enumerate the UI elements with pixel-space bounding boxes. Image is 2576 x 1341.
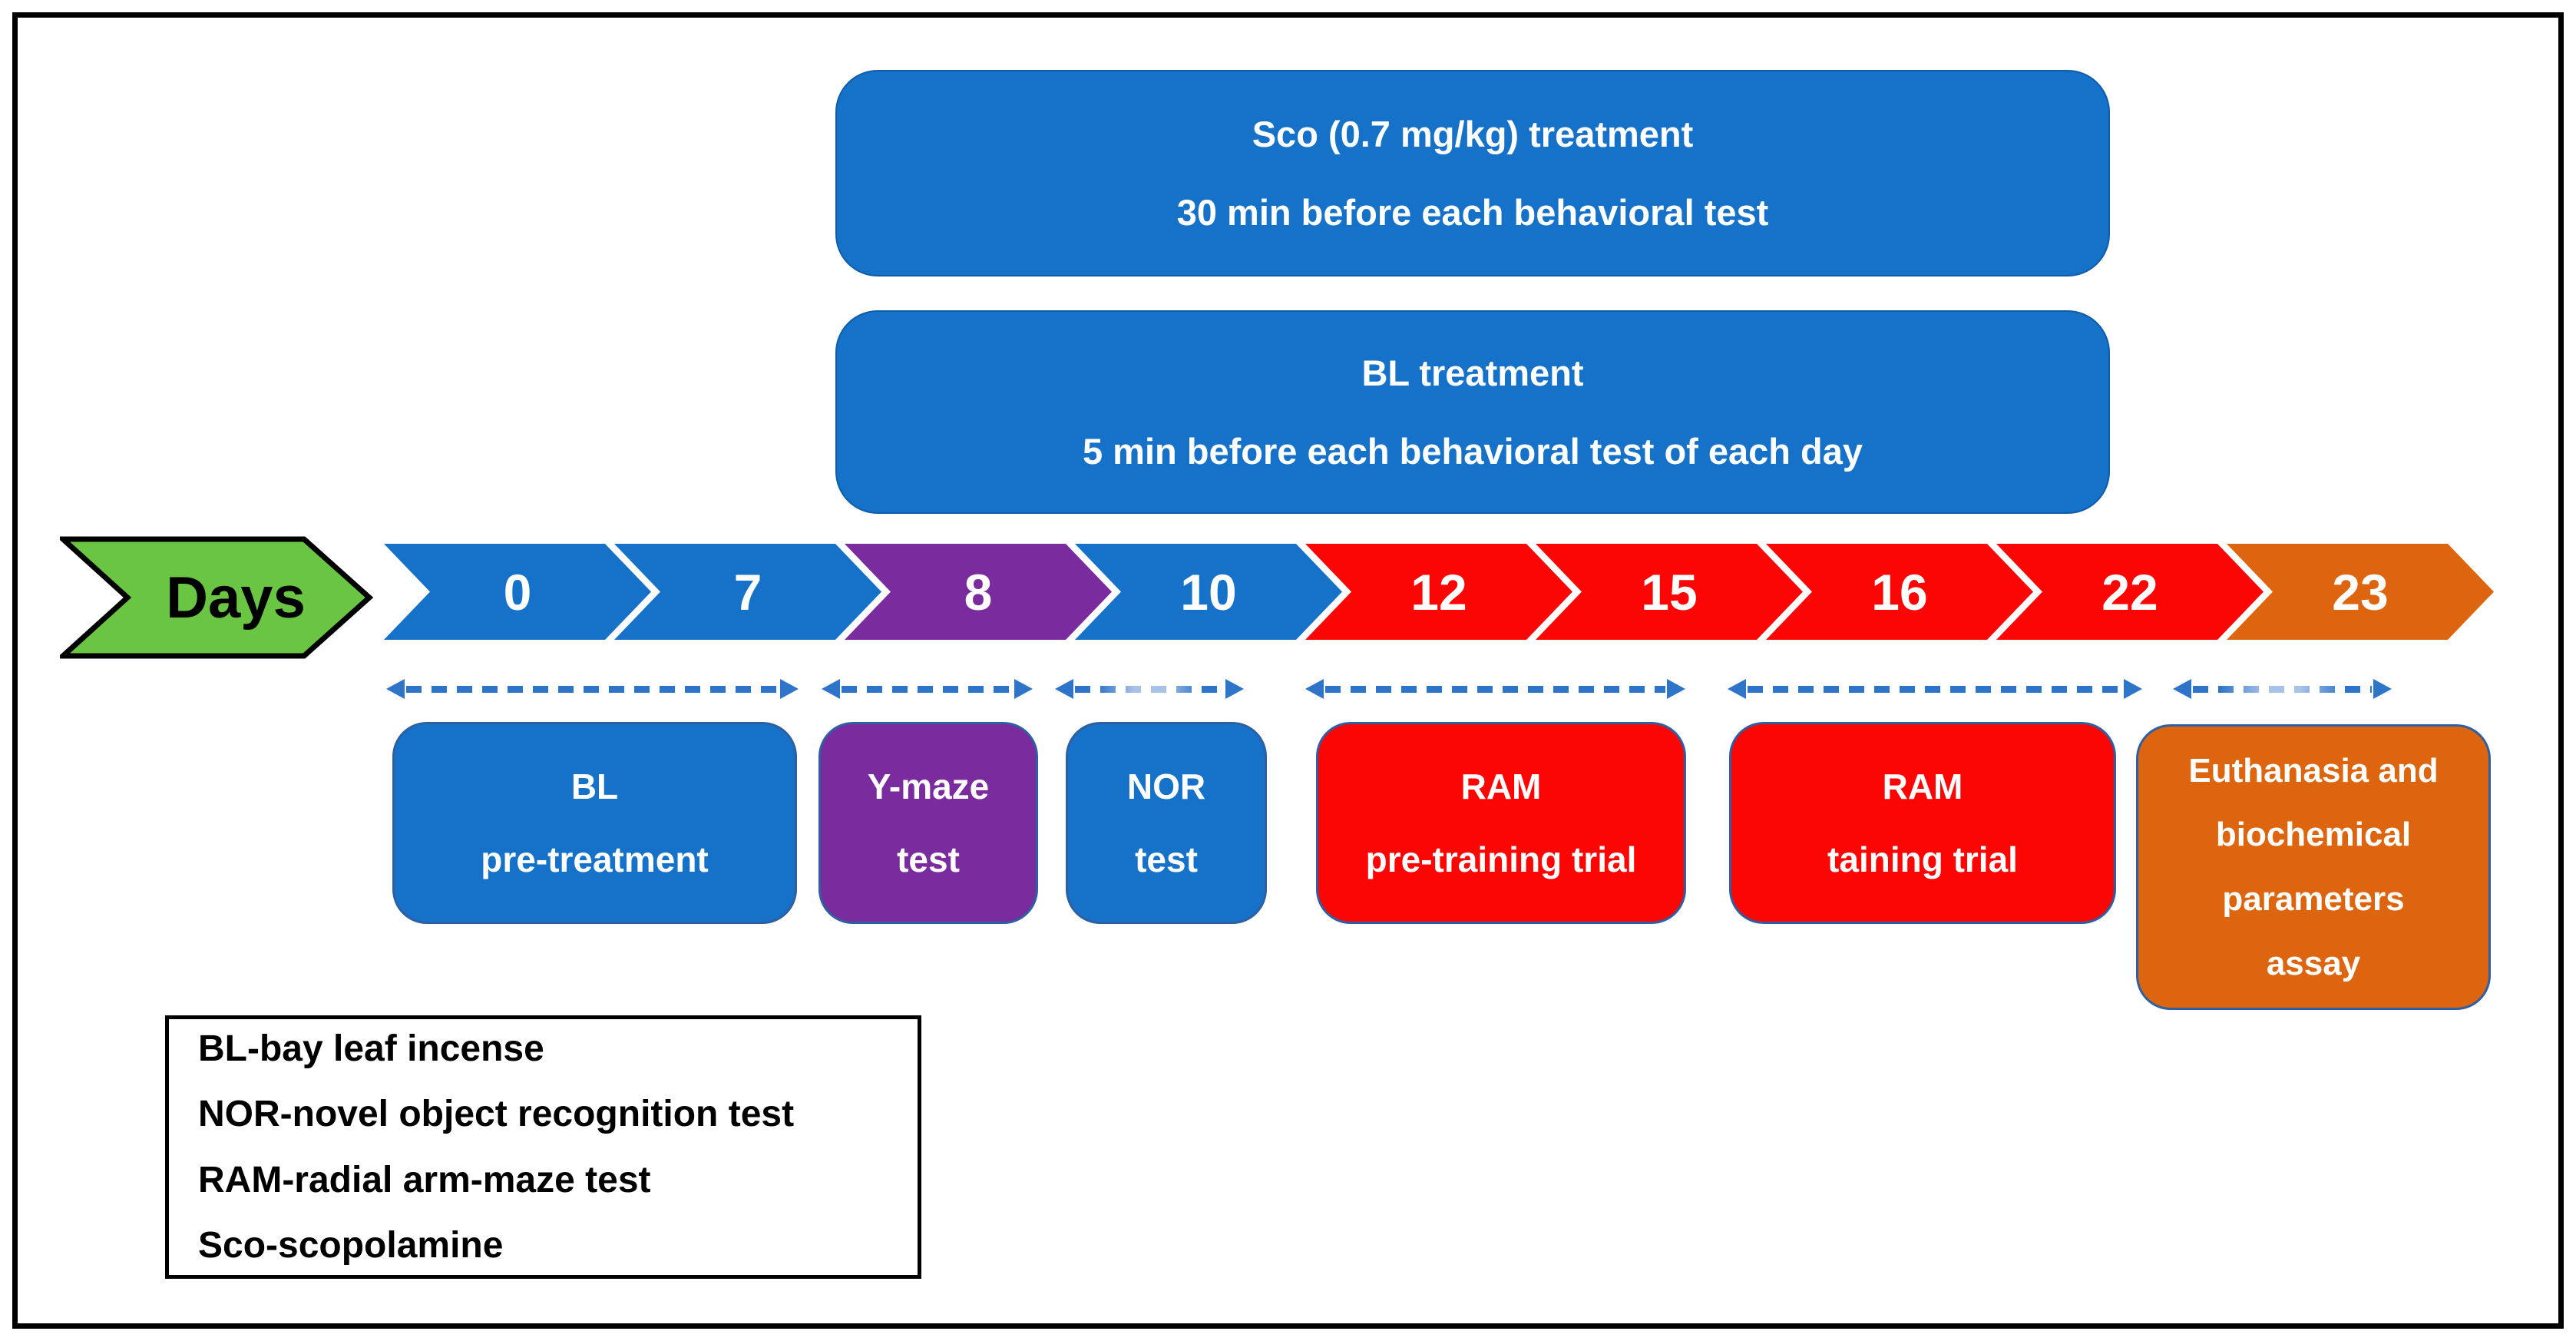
interval-arrow-euthanasia [2173, 674, 2392, 704]
phase-box-line: pre-training trial [1365, 839, 1637, 879]
abbreviation-legend: BL-bay leaf incense NOR-novel object rec… [165, 1015, 921, 1279]
outer-frame [12, 12, 2564, 1329]
legend-item-ram: RAM-radial arm-maze test [198, 1159, 651, 1200]
arrowhead-right-icon [1225, 679, 1244, 699]
arrowhead-right-icon [780, 679, 799, 699]
dashed-line [842, 685, 1013, 693]
phase-box-line: Euthanasia and [2188, 751, 2439, 790]
arrowhead-left-icon [386, 679, 405, 699]
phase-box-line: taining trial [1827, 839, 2018, 879]
day-chevron-10: 10 [1075, 544, 1342, 640]
day-chevron-7: 7 [614, 544, 881, 640]
arrowhead-left-icon [1728, 679, 1746, 699]
arrowhead-right-icon [2124, 679, 2142, 699]
arrowhead-left-icon [822, 679, 840, 699]
dashed-line [1325, 685, 1665, 693]
phase-box-line: BL [570, 767, 619, 807]
phase-box-line: Y-maze [867, 767, 990, 807]
bl-treatment-line2: 5 min before each behavioral test of eac… [1082, 430, 1863, 472]
phase-box-euthanasia: Euthanasia and biochemical parameters as… [2136, 724, 2491, 1010]
bl-treatment-line1: BL treatment [1361, 353, 1584, 394]
interval-arrow-nor [1055, 674, 1244, 704]
days-chevron-icon [60, 536, 374, 659]
arrowhead-left-icon [1305, 679, 1324, 699]
phase-box-ymaze: Y-maze test [818, 722, 1038, 924]
legend-item-bl: BL-bay leaf incense [198, 1028, 544, 1069]
dashed-line [1075, 685, 1224, 693]
dashed-line [1748, 685, 2122, 693]
arrowhead-right-icon [2373, 679, 2392, 699]
phase-box-line: pre-treatment [481, 839, 709, 879]
phase-box-line: RAM [1882, 767, 1963, 807]
interval-arrow-bl-pretreatment [386, 674, 799, 704]
phase-box-ram-pretraining: RAM pre-training trial [1316, 722, 1686, 924]
bl-treatment-banner: BL treatment 5 min before each behaviora… [835, 310, 2110, 514]
arrowhead-left-icon [1055, 679, 1073, 699]
phase-box-line: test [897, 839, 960, 879]
phase-box-line: test [1135, 839, 1198, 879]
phase-box-line: NOR [1126, 767, 1206, 807]
interval-arrow-ymaze [822, 674, 1033, 704]
sco-treatment-line2: 30 min before each behavioral test [1176, 191, 1769, 233]
phase-box-line: parameters [2222, 880, 2405, 918]
dashed-line [406, 685, 779, 693]
interval-arrow-ram-pretraining [1305, 674, 1685, 704]
sco-treatment-line1: Sco (0.7 mg/kg) treatment [1252, 114, 1694, 155]
arrowhead-left-icon [2173, 679, 2191, 699]
interval-arrow-ram-training [1728, 674, 2142, 704]
dashed-line [2193, 685, 2372, 693]
phase-box-line: RAM [1460, 767, 1542, 807]
phase-box-bl-pretreatment: BL pre-treatment [392, 722, 797, 924]
phase-box-ram-training: RAM taining trial [1729, 722, 2116, 924]
arrowhead-right-icon [1014, 679, 1033, 699]
phase-box-nor: NOR test [1066, 722, 1267, 924]
sco-treatment-banner: Sco (0.7 mg/kg) treatment 30 min before … [835, 70, 2110, 276]
days-label: Days [166, 565, 306, 631]
phase-box-line: biochemical [2215, 816, 2412, 854]
arrowhead-right-icon [1667, 679, 1685, 699]
legend-item-sco: Sco-scopolamine [198, 1224, 504, 1266]
phase-box-line: assay [2266, 944, 2361, 982]
legend-item-nor: NOR-novel object recognition test [198, 1094, 795, 1135]
